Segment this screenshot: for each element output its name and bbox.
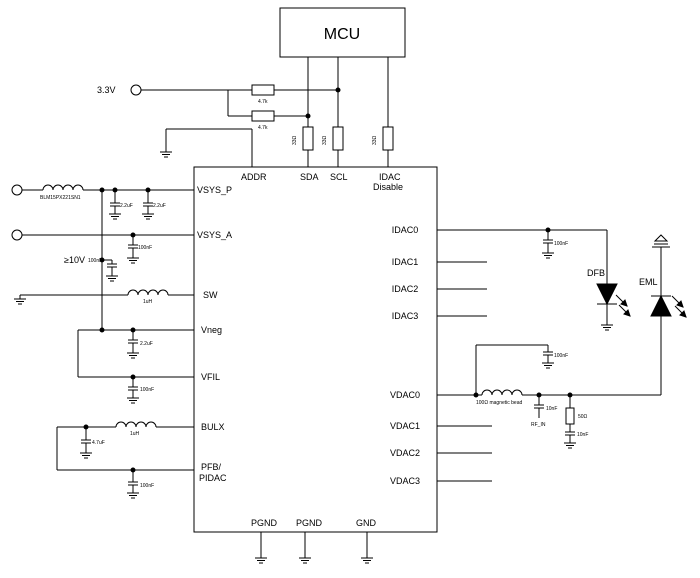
c-vsys-p2-value: 2.2uF xyxy=(153,203,166,209)
ferrite-label: BLM15PX221SN1 xyxy=(40,195,81,201)
pin-vfil: VFIL xyxy=(201,372,220,382)
pin-sw: SW xyxy=(203,290,218,300)
c-rfin-value: 10nF xyxy=(546,406,557,412)
c-vsys-a-value: 100nF xyxy=(138,245,152,251)
c-vdac-top-value: 100nF xyxy=(554,353,568,359)
series-resistors: 33Ω 33Ω 33Ω xyxy=(292,126,394,151)
vsys-p-net: BLM15PX221SN1 2.2uF 2.2uF xyxy=(11,184,194,220)
pin-gnd: GND xyxy=(356,518,377,528)
c-vdac-r-value: 10nF xyxy=(577,432,588,438)
bulx-net: 1uH 4.7uF 100nF xyxy=(56,421,194,499)
dfb-label: DFB xyxy=(587,268,605,278)
idac0-net: 100nF xyxy=(437,227,608,284)
addr-net xyxy=(159,128,253,167)
eml-modulator: EML xyxy=(639,234,687,395)
pin-vneg: Vneg xyxy=(201,325,222,335)
pin-pgnd-2: PGND xyxy=(296,518,323,528)
pin-pfb-1: PFB/ xyxy=(201,462,222,472)
pullup-resistor-scl xyxy=(251,84,275,96)
pin-pfb-2: PIDAC xyxy=(199,473,227,483)
r-sda-value: 33Ω xyxy=(292,135,298,145)
pin-idac0: IDAC0 xyxy=(392,225,419,235)
dfb-laser: DFB xyxy=(587,268,631,331)
bead-label: 100Ω magnetic bead xyxy=(476,400,522,406)
c-vneg-value: 2.2uF xyxy=(140,341,153,347)
pin-scl: SCL xyxy=(330,172,348,182)
pin-idac3: IDAC3 xyxy=(392,311,419,321)
pin-vdac3: VDAC3 xyxy=(390,476,420,486)
c-vsys-p1-value: 2.2uF xyxy=(120,203,133,209)
ferrite-bead xyxy=(42,184,84,191)
pin-idac1: IDAC1 xyxy=(392,257,419,267)
l-sw-value: 1uH xyxy=(143,299,153,305)
c-10v-value: 100nF xyxy=(88,258,102,264)
r-idac-value: 33Ω xyxy=(372,135,378,145)
ge10v-label: ≥10V xyxy=(64,255,85,265)
r-vdac-value: 50Ω xyxy=(578,414,588,420)
pin-idac-disable-2: Disable xyxy=(373,182,403,192)
c-vfil-value: 100nF xyxy=(140,387,154,393)
right-pin-stubs xyxy=(437,261,492,482)
pin-pgnd-1: PGND xyxy=(251,518,278,528)
pin-vdac2: VDAC2 xyxy=(390,448,420,458)
vin-terminal xyxy=(11,184,23,196)
pin-vsys-a: VSYS_A xyxy=(197,230,232,240)
vsys-a-terminal xyxy=(11,229,23,241)
i2c-bus-wires xyxy=(307,57,389,167)
mcu-label: MCU xyxy=(324,26,360,43)
pin-idac-disable-1: IDAC xyxy=(379,172,401,182)
pin-vsys-p: VSYS_P xyxy=(197,185,232,195)
vsys-a-net: 100nF xyxy=(11,229,194,264)
c-idac0-value: 100nF xyxy=(554,241,568,247)
pin-idac2: IDAC2 xyxy=(392,284,419,294)
pin-sda: SDA xyxy=(300,172,319,182)
r-scl-value: 33Ω xyxy=(322,135,328,145)
pullup-network: 3.3V 4.7k 4.7k xyxy=(97,84,341,131)
inductor-sw xyxy=(127,289,169,296)
magnetic-bead xyxy=(481,389,523,396)
pullup-sda-value: 4.7k xyxy=(258,125,268,131)
l-bulx-value: 1uH xyxy=(130,431,140,437)
mcu-block: MCU xyxy=(279,7,406,58)
inductor-bulx xyxy=(115,421,157,428)
pin-bulx: BULX xyxy=(201,422,225,432)
supply-3v3-label: 3.3V xyxy=(97,85,116,95)
pullup-resistor-sda xyxy=(251,110,275,122)
vneg-net: 100nF ≥10V 2.2uF 100nF xyxy=(64,190,194,404)
pin-addr: ADDR xyxy=(241,172,267,182)
supply-3v3-terminal xyxy=(130,84,142,96)
pullup-scl-value: 4.7k xyxy=(258,99,268,105)
pin-vdac1: VDAC1 xyxy=(390,421,420,431)
eml-label: EML xyxy=(639,277,658,287)
rf-in-label: RF_IN xyxy=(531,422,546,428)
ic-body xyxy=(193,166,438,533)
c-pfb-value: 100nF xyxy=(140,483,154,489)
vdac0-net: 100nF 100Ω magnetic bead 10nF RF_IN 50Ω … xyxy=(437,344,661,449)
pin-vdac0: VDAC0 xyxy=(390,390,420,400)
bottom-grounds: PGND PGND GND xyxy=(251,518,377,564)
sw-net: 1uH xyxy=(13,289,194,305)
c-bulx-value: 4.7uF xyxy=(92,440,105,446)
